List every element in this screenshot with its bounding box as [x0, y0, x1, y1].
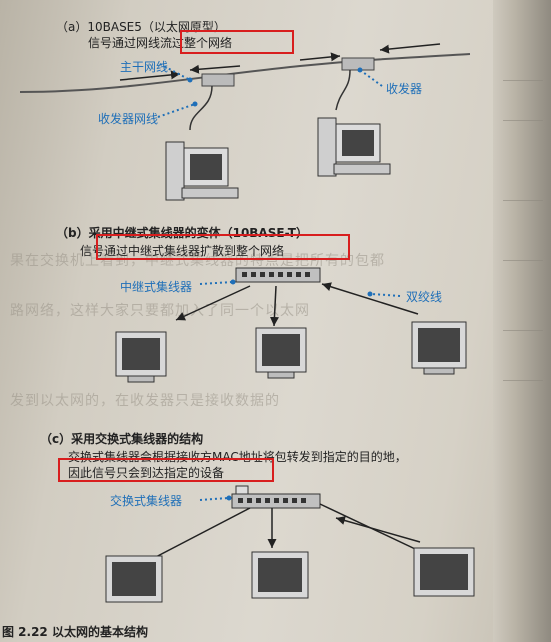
switching-hub-label: 交换式集线器 [110, 494, 183, 508]
transceiver-label: 收发器 [386, 82, 423, 96]
page-fold-shadow [493, 0, 551, 642]
computer-icon [115, 331, 167, 383]
computer-icon [411, 321, 467, 375]
backbone-cable-label: 主干网线 [120, 60, 169, 74]
backbone-cable [19, 53, 471, 93]
signal-arrow [379, 43, 441, 54]
show-through-text: 果在交换机上看到，中继式集线器的特点是把所有的包都 [10, 253, 385, 269]
section-a-description: 信号通过网线流过整个网络 [88, 36, 233, 50]
computer-icon [105, 555, 163, 603]
section-b-description: 信号通过中继式集线器扩散到整个网络 [80, 244, 285, 258]
highlight-box [180, 30, 294, 54]
section-c-title: （c）采用交换式集线器的结构 [40, 432, 204, 446]
section-c-description-line2: 因此信号只会到达指定的设备 [68, 466, 225, 480]
computer-icon [165, 141, 239, 201]
section-b-title: （b）采用中继式集线器的变体（10BASE-T） [56, 226, 308, 240]
highlight-box [58, 458, 274, 482]
computer-icon [317, 117, 391, 177]
highlight-box [96, 234, 350, 260]
show-through-text: 发到以太网的，在收发器只是接收数据的 [10, 393, 280, 409]
transceiver-cable-label: 收发器网线 [98, 112, 159, 126]
repeater-hub-label: 中继式集线器 [120, 280, 193, 294]
computer-icon [251, 551, 309, 599]
computer-icon [413, 547, 475, 597]
transceiver-icon [341, 57, 375, 71]
show-through-text: 路网络，这样大家只要都加入了同一个以太网 [10, 303, 310, 319]
signal-arrow [119, 70, 181, 81]
transceiver-cable [335, 69, 351, 111]
transceiver-cable [189, 85, 213, 131]
twisted-pair-label: 双绞线 [406, 290, 443, 304]
computer-icon [255, 327, 307, 379]
section-c-description-line1: 交换式集线器会根据接收方MAC地址将包转发到指定的目的地， [68, 450, 407, 464]
figure-caption: 图 2.22 以太网的基本结构 [2, 625, 148, 639]
signal-arrow [189, 64, 241, 74]
transceiver-icon [201, 73, 235, 87]
signal-arrow [299, 52, 341, 62]
